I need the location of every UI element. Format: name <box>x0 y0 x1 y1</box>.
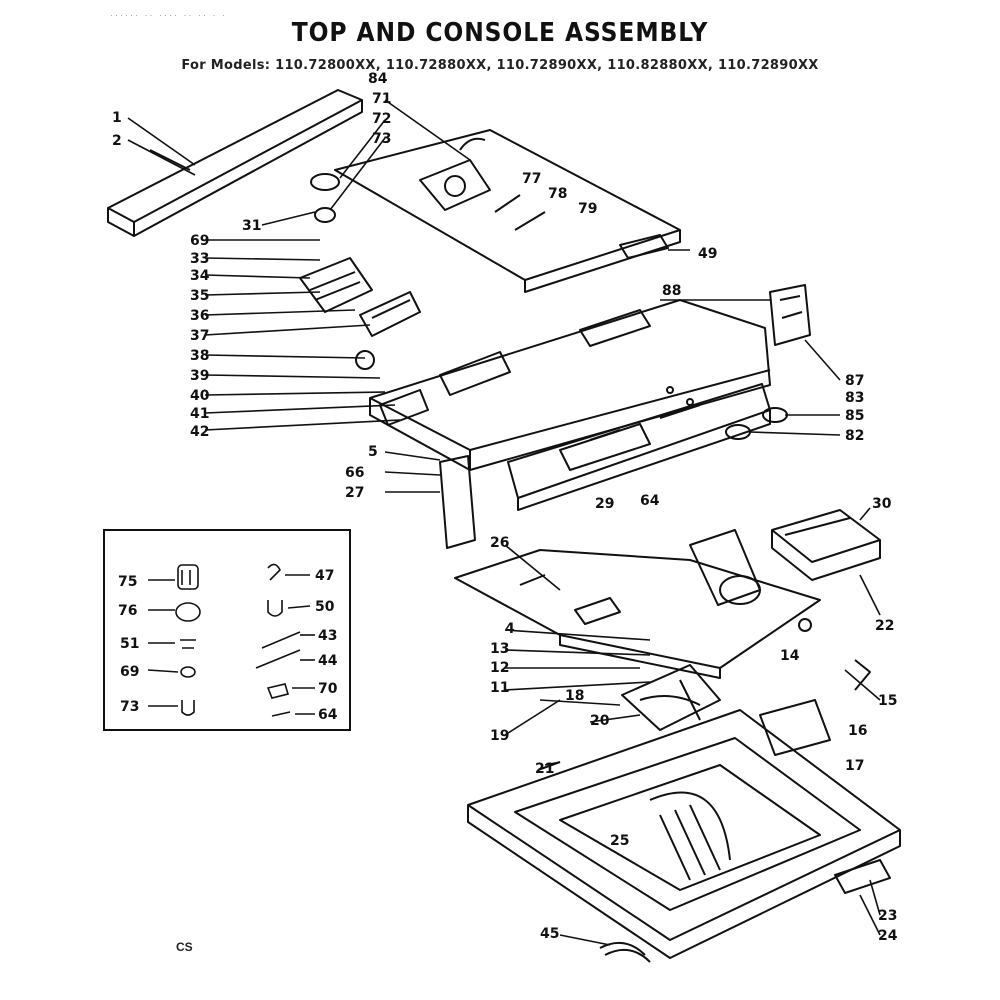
top-right-hinge <box>771 509 881 581</box>
callout-79: 79 <box>578 201 597 217</box>
callout-85: 85 <box>845 408 864 424</box>
callout-36: 36 <box>190 308 209 324</box>
callout-21: 21 <box>535 761 554 777</box>
callout-4: 4 <box>505 621 515 637</box>
legend-44: 44 <box>318 653 338 669</box>
loose-parts <box>519 574 871 771</box>
callout-11: 11 <box>490 680 509 696</box>
callout-45: 45 <box>540 926 559 942</box>
callout-66: 66 <box>345 465 364 481</box>
callout-71: 71 <box>372 91 391 107</box>
callout-20: 20 <box>590 713 610 729</box>
callout-77: 77 <box>522 171 541 187</box>
callout-69: 69 <box>190 233 209 249</box>
console-front <box>507 383 771 511</box>
callout-49: 49 <box>698 246 717 262</box>
legend-47: 47 <box>315 568 334 584</box>
callout-35: 35 <box>190 288 209 304</box>
callout-88: 88 <box>662 283 681 299</box>
callout-15: 15 <box>878 693 897 709</box>
callout-38: 38 <box>190 348 209 364</box>
legend-51: 51 <box>120 636 139 652</box>
callout-27: 27 <box>345 485 364 501</box>
right-knobs <box>725 407 788 440</box>
callout-23: 23 <box>878 908 897 924</box>
callout-24: 24 <box>878 928 898 944</box>
cable <box>599 941 651 963</box>
leader-lines <box>127 99 881 946</box>
callout-87: 87 <box>845 373 864 389</box>
parts-inset: 75 76 51 69 73 47 50 43 44 70 64 <box>103 529 351 731</box>
callout-16: 16 <box>848 723 867 739</box>
callout-1: 1 <box>112 110 122 126</box>
lid <box>454 529 821 679</box>
callout-22: 22 <box>875 618 894 634</box>
header-strip: ······ ·· ···· ·· ·· · · <box>110 10 227 20</box>
callout-40: 40 <box>190 388 210 404</box>
legend-75: 75 <box>118 574 137 590</box>
legend-50: 50 <box>315 599 335 615</box>
corner-mark: CS <box>176 940 193 954</box>
callout-83: 83 <box>845 390 864 406</box>
console-back <box>334 129 681 293</box>
callout-2: 2 <box>112 133 122 149</box>
callout-31: 31 <box>242 218 261 234</box>
callout-18: 18 <box>565 688 584 704</box>
legend-43: 43 <box>318 628 337 644</box>
callout-42: 42 <box>190 424 209 440</box>
callout-12: 12 <box>490 660 509 676</box>
callout-33: 33 <box>190 251 209 267</box>
callout-73: 73 <box>372 131 391 147</box>
end-cap <box>769 284 811 346</box>
legend-69: 69 <box>120 664 139 680</box>
callout-29: 29 <box>595 496 614 512</box>
callout-5: 5 <box>368 444 378 460</box>
callout-84: 84 <box>368 71 388 87</box>
callout-78: 78 <box>548 186 567 202</box>
callout-25: 25 <box>610 833 629 849</box>
callout-19: 19 <box>490 728 509 744</box>
back-panel <box>107 89 363 237</box>
callout-34: 34 <box>190 268 210 284</box>
switch-cluster <box>299 173 421 370</box>
callout-labels: 1 2 84 71 72 73 77 78 79 31 49 69 33 34 … <box>112 71 898 944</box>
callout-30: 30 <box>872 496 892 512</box>
legend-64: 64 <box>318 707 338 723</box>
callout-72: 72 <box>372 111 391 127</box>
callout-13: 13 <box>490 641 509 657</box>
legend-73: 73 <box>120 699 139 715</box>
callout-41: 41 <box>190 406 209 422</box>
callout-37: 37 <box>190 328 209 344</box>
model-list: For Models: 110.72800XX, 110.72880XX, 11… <box>181 58 819 73</box>
side-panel <box>439 455 476 549</box>
console-housing <box>369 299 771 471</box>
callout-26: 26 <box>490 535 509 551</box>
top-frame <box>467 709 901 959</box>
lid-switch <box>621 664 831 756</box>
callout-39: 39 <box>190 368 209 384</box>
legend-76: 76 <box>118 603 137 619</box>
bottom-latch <box>834 859 891 894</box>
callout-82: 82 <box>845 428 864 444</box>
callout-64: 64 <box>640 493 660 509</box>
callout-17: 17 <box>845 758 864 774</box>
callout-14: 14 <box>780 648 800 664</box>
legend-70: 70 <box>318 681 338 697</box>
parts-drawing <box>107 89 901 963</box>
diagram-title: TOP AND CONSOLE ASSEMBLY <box>291 18 709 48</box>
